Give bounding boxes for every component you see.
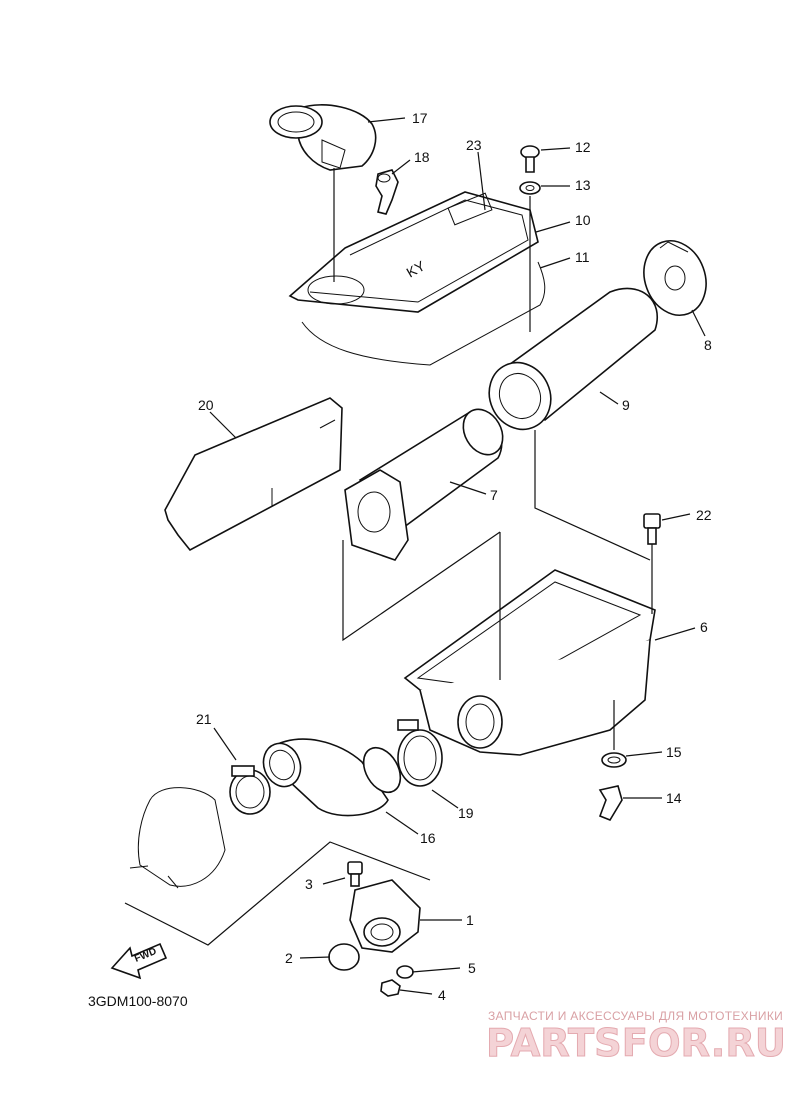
assembly-lines: [124, 168, 653, 946]
watermark: ЗАПЧАСТИ И АКСЕССУАРЫ ДЛЯ МОТОТЕХНИКИ PA…: [486, 1009, 787, 1066]
part-2-o-ring: [328, 943, 360, 971]
callout-16: 16: [420, 830, 436, 846]
watermark-logo: PARTSFOR.RU: [486, 1021, 786, 1065]
part-14-drain-hose: [598, 785, 623, 821]
callout-7: 7: [490, 487, 498, 503]
part-15-clamp: [601, 752, 627, 768]
part-7-filter-tube: [344, 408, 504, 561]
part-18-breather-fitting: [375, 169, 399, 215]
part-22-bolt: [643, 513, 661, 545]
fwd-arrow-icon: FWD: [110, 942, 168, 980]
callout-15: 15: [666, 744, 682, 760]
callout-14: 14: [666, 790, 682, 806]
leader-lines: [209, 117, 706, 995]
part-13-washer: [519, 181, 541, 195]
callout-8: 8: [704, 337, 712, 353]
callout-11: 11: [575, 249, 590, 265]
callout-3: 3: [305, 876, 313, 892]
callout-17: 17: [412, 110, 428, 126]
part-23-airbox-cover: KY: [288, 191, 539, 313]
callout-12: 12: [575, 139, 591, 155]
part-19-clamp: [397, 719, 443, 787]
part-8-end-cap: [643, 240, 707, 316]
part-16-joint-hose: [262, 738, 402, 817]
part-5-washer: [396, 965, 414, 979]
part-4-nut: [380, 979, 401, 997]
diagram-code: 3GDM100-8070: [88, 993, 188, 1009]
part-11-seal: [301, 261, 546, 366]
part-1-joint: [349, 879, 421, 953]
callout-5: 5: [468, 960, 476, 976]
callout-9: 9: [622, 397, 630, 413]
callout-6: 6: [700, 619, 708, 635]
part-12-screw: [520, 145, 540, 173]
watermark-subtitle: ЗАПЧАСТИ И АКСЕССУАРЫ ДЛЯ МОТОТЕХНИКИ: [488, 1009, 783, 1023]
callout-1: 1: [466, 912, 474, 928]
callout-19: 19: [458, 805, 474, 821]
callout-21: 21: [196, 711, 212, 727]
part-6-airbox-case: [403, 569, 656, 756]
callout-13: 13: [575, 177, 591, 193]
callout-20: 20: [198, 397, 214, 413]
part-9-filter-element: [488, 287, 658, 431]
callout-23: 23: [466, 137, 482, 153]
callout-18: 18: [414, 149, 430, 165]
part-20-guide-plate: [164, 397, 343, 552]
callout-2: 2: [285, 950, 293, 966]
callout-10: 10: [575, 212, 591, 228]
part-3-bolt: [347, 861, 363, 887]
part-17-intake-cap: [269, 104, 377, 171]
part-21-clamp: [229, 765, 271, 815]
callout-4: 4: [438, 987, 446, 1003]
callout-numbers: 17 18 23 12 13 10 11 8 9 20 7 22 6 21 15…: [196, 110, 712, 1003]
carburetor-outline: [129, 787, 226, 889]
callout-22: 22: [696, 507, 712, 523]
